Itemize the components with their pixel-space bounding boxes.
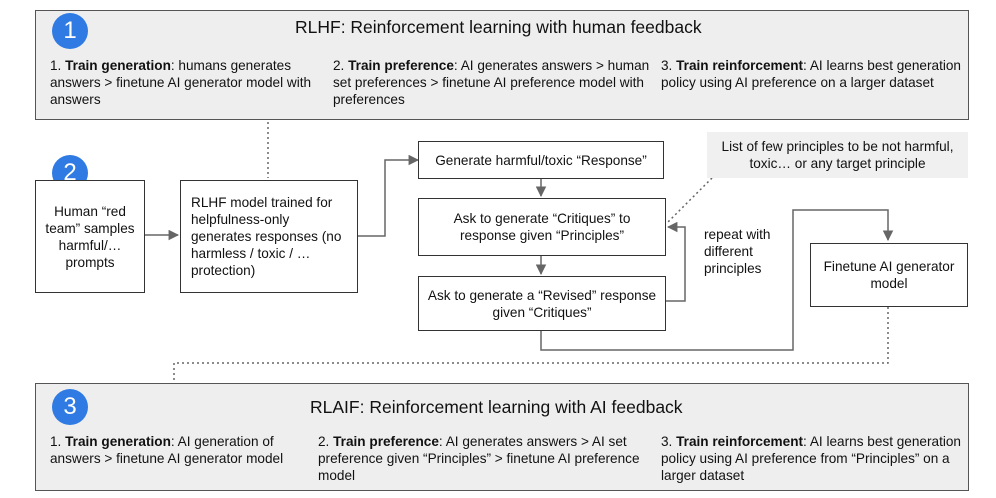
generate-response-label: Generate harmful/toxic “Response” (435, 152, 647, 168)
finetune-generator-box: Finetune AI generator model (810, 243, 968, 307)
step-number: 1. (50, 434, 66, 449)
step-number: 1. (50, 58, 66, 73)
finetune-generator-label: Finetune AI generator model (823, 259, 955, 291)
rlhf-model-box: RLHF model trained for helpfulness-only … (180, 180, 358, 293)
generate-response-box: Generate harmful/toxic “Response” (418, 141, 664, 179)
step-number: 2. (318, 434, 334, 449)
arrow-revise-to-finetune (540, 209, 894, 351)
step-number: 3. (661, 434, 677, 449)
rlhf-step-2: 2. Train preference: AI generates answer… (333, 57, 653, 108)
step-text: : AI learns best generation policy using… (661, 58, 961, 90)
repeat-label: repeat with different principles (704, 227, 771, 276)
arrow-repeat-loop (665, 221, 686, 302)
arrow-model-to-generate (358, 154, 420, 237)
principles-note-label: List of few principles to be not harmful… (721, 139, 954, 171)
rlhf-step-3: 3. Train reinforcement: AI learns best g… (661, 57, 961, 91)
step-bold-label: Train reinforcement (676, 434, 804, 449)
rlhf-model-label: RLHF model trained for helpfulness-only … (191, 195, 342, 278)
step-text: : humans generates answers > finetune AI… (50, 58, 312, 107)
rlhf-step-1: 1. Train generation: humans generates an… (50, 57, 320, 108)
principles-note: List of few principles to be not harmful… (707, 132, 968, 178)
critique-label: Ask to generate “Critiques” to response … (453, 211, 631, 243)
step-text: : AI generates answers > human set prefe… (333, 58, 650, 107)
rlaif-panel (35, 383, 969, 491)
rlaif-step-2: 2. Train preference: AI generates answer… (318, 433, 643, 484)
step-text: : AI generation of answers > finetune AI… (50, 434, 284, 466)
step-bold-label: Train preference (348, 58, 454, 73)
step-bold-label: Train generation (65, 434, 171, 449)
rlaif-step-badge: 3 (52, 389, 88, 425)
rlhf-title: RLHF: Reinforcement learning with human … (295, 17, 702, 37)
step-bold-label: Train reinforcement (676, 58, 804, 73)
step-bold-label: Train generation (65, 58, 171, 73)
step-text: : AI learns best generation policy using… (661, 434, 961, 483)
step-bold-label: Train preference (333, 434, 439, 449)
dotted-link-principles (665, 177, 713, 225)
rlaif-step-3: 3. Train reinforcement: AI learns best g… (661, 433, 961, 484)
revise-label: Ask to generate a “Revised” response giv… (427, 287, 657, 320)
step-number: 3. (661, 58, 677, 73)
step-text: : AI generates answers > AI set preferen… (318, 434, 640, 483)
rlhf-step-badge: 1 (52, 13, 88, 49)
red-team-box: Human “red team” samples harmful/… promp… (35, 180, 145, 293)
revise-box: Ask to generate a “Revised” response giv… (418, 276, 666, 331)
rlhf-panel (35, 10, 969, 120)
step-number: 2. (333, 58, 349, 73)
red-team-label: Human “red team” samples harmful/… promp… (45, 203, 135, 270)
rlaif-title: RLAIF: Reinforcement learning with AI fe… (310, 397, 683, 417)
rlaif-step-1: 1. Train generation: AI generation of an… (50, 433, 308, 467)
critique-box: Ask to generate “Critiques” to response … (418, 198, 666, 256)
